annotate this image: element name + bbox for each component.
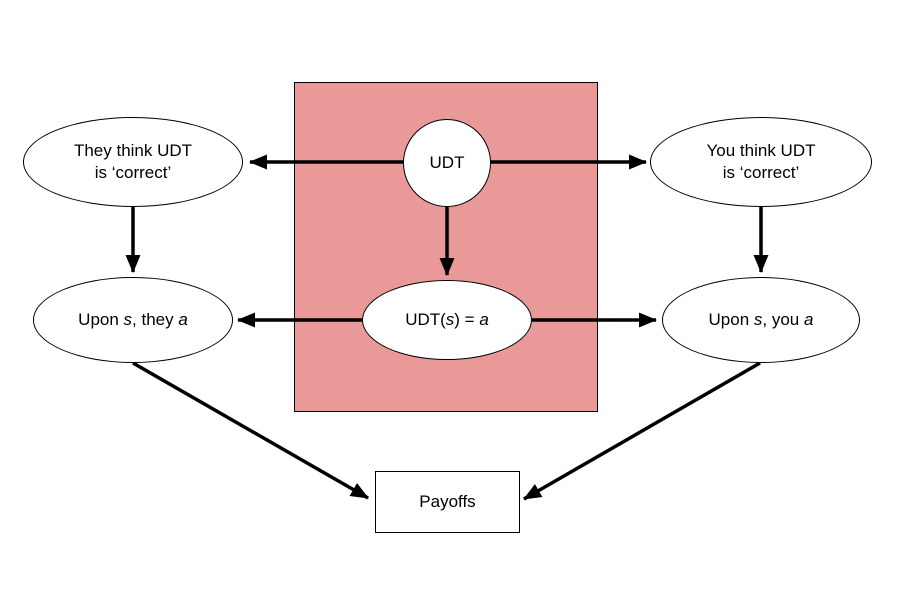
udt-s-pre: UDT(: [405, 310, 446, 329]
node-udt: UDT: [403, 119, 491, 207]
upon-you-a: a: [804, 310, 814, 329]
upon-they-a: a: [178, 310, 188, 329]
node-they-think-line1: They think UDT: [73, 141, 193, 160]
upon-you-pre: Upon: [708, 310, 754, 329]
node-payoffs: Payoffs: [375, 471, 520, 533]
node-udt-s-equals-a: UDT(s) = a: [362, 280, 532, 360]
node-upon-s-they-a: Upon s, they a: [33, 277, 233, 363]
udt-s-a: a: [479, 310, 489, 329]
node-you-think-udt-correct: You think UDT is ‘correct’: [650, 117, 872, 207]
node-you-think-line1: You think UDT: [706, 141, 816, 160]
udt-s-mid: ) =: [454, 310, 480, 329]
upon-they-mid: , they: [132, 310, 179, 329]
node-payoffs-label: Payoffs: [419, 492, 476, 511]
node-they-think-line2: is ‘correct’: [94, 163, 172, 182]
upon-they-s: s: [123, 310, 133, 329]
node-upon-s-you-a: Upon s, you a: [662, 277, 860, 363]
upon-they-pre: Upon: [78, 310, 124, 329]
node-udt-label: UDT: [429, 153, 465, 172]
upon-you-mid: , you: [762, 310, 804, 329]
udt-s-s: s: [445, 310, 455, 329]
upon-you-s: s: [753, 310, 763, 329]
node-they-think-udt-correct: They think UDT is ‘correct’: [23, 117, 243, 207]
node-you-think-line2: is ‘correct’: [722, 163, 800, 182]
arrow-upon-you-to-payoffs: [523, 361, 761, 501]
arrow-upon-they-to-payoffs: [132, 361, 369, 500]
